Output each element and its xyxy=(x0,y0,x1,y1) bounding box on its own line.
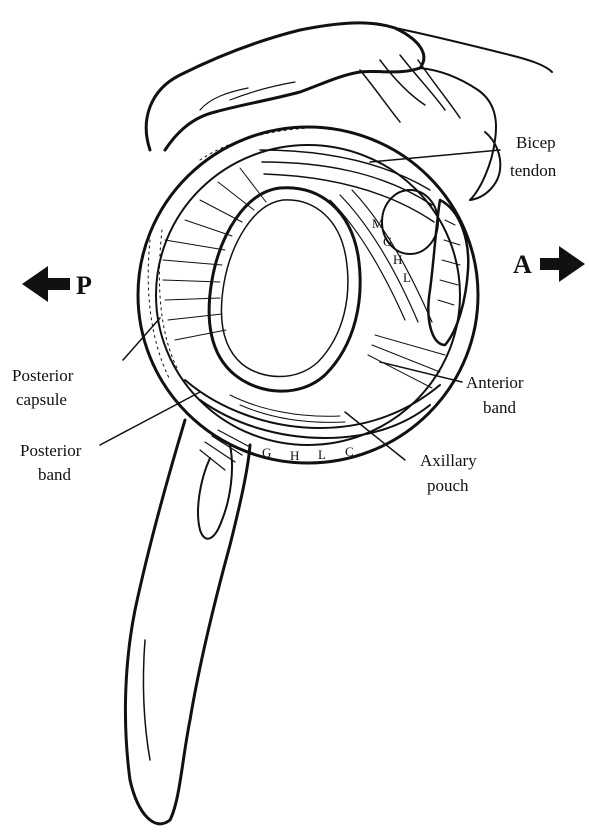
mghl-letter: L xyxy=(403,270,411,285)
posterior-arrow: P xyxy=(22,266,92,302)
scapula-blade xyxy=(125,420,250,824)
ighlc-letter: G xyxy=(262,445,271,460)
posterior-band-line2: band xyxy=(38,465,72,484)
posterior-capsule-label: Posterior capsule xyxy=(12,366,74,409)
mghl-letter: M xyxy=(372,216,384,231)
leader-lines xyxy=(100,150,500,460)
acromion-structure xyxy=(146,23,552,200)
bicep-tendon-label: Bicep tendon xyxy=(510,133,557,180)
mghl-letters: M G H L xyxy=(372,216,411,285)
axillary-pouch-line2: pouch xyxy=(427,476,469,495)
bicep-label-line2: tendon xyxy=(510,161,557,180)
axillary-pouch-label: Axillary pouch xyxy=(420,451,477,495)
posterior-band-label: Posterior band xyxy=(20,441,82,484)
posterior-band-line1: Posterior xyxy=(20,441,82,460)
ighlc-letter: C xyxy=(345,444,354,459)
ighlc-letter: L xyxy=(318,447,326,462)
right-arrow-icon xyxy=(540,246,585,282)
posterior-direction-label: P xyxy=(76,271,92,300)
ighl-complex xyxy=(185,380,440,438)
anterior-labrum xyxy=(382,190,468,345)
anterior-band-leader xyxy=(380,362,462,382)
posterior-capsule-line1: Posterior xyxy=(12,366,74,385)
mghl-letter: G xyxy=(383,234,392,249)
posterior-capsule-line2: capsule xyxy=(16,390,67,409)
left-arrow-icon xyxy=(22,266,70,302)
anterior-band-line1: Anterior xyxy=(466,373,524,392)
axillary-pouch-line1: Axillary xyxy=(420,451,477,470)
mghl-letter: H xyxy=(393,252,402,267)
anterior-band-label: Anterior band xyxy=(466,373,524,417)
anterior-arrow: A xyxy=(513,246,585,282)
ighlc-letter: H xyxy=(290,448,299,463)
anterior-direction-label: A xyxy=(513,250,532,279)
anterior-band-line2: band xyxy=(483,398,517,417)
glenoid-surface xyxy=(209,188,360,391)
bicep-label-line1: Bicep xyxy=(516,133,556,152)
bicep-leader xyxy=(370,150,500,162)
